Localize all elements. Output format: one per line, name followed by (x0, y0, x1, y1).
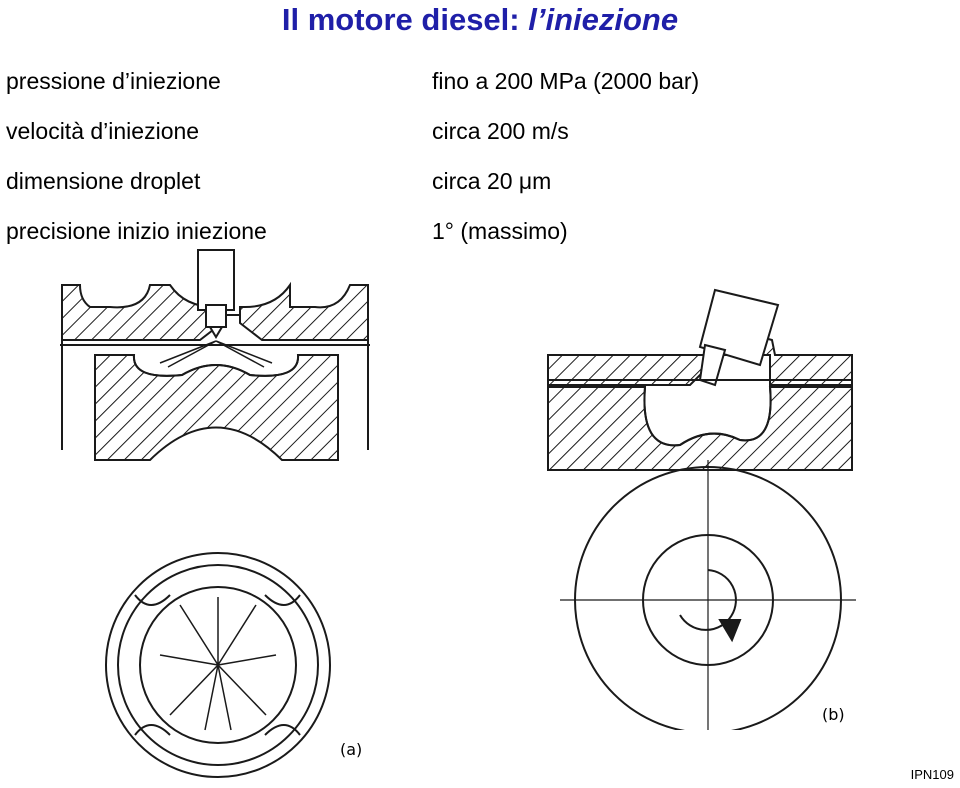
spec-row-precision: precisione inizio iniezione 1° (massimo) (0, 212, 960, 252)
title-prefix: Il motore diesel: (281, 2, 529, 37)
piston-section (94, 354, 339, 461)
figure-a-label: (a) (340, 740, 362, 759)
spec-label: pressione d’iniezione (6, 68, 221, 94)
figure-a-direct-injection: (a) (60, 249, 370, 778)
swirl-arrow (679, 569, 742, 643)
piston-plan-b (560, 460, 856, 730)
spec-label: dimensione droplet (6, 168, 201, 194)
figure-b-label: (b) (822, 705, 845, 724)
spec-value: fino a 200 MPa (2000 bar) (432, 68, 700, 94)
injector (197, 249, 235, 339)
spec-value: 1° (massimo) (432, 218, 568, 244)
piston-plan-view (105, 552, 331, 778)
spec-value: circa 20 μm (432, 168, 552, 194)
spec-value: circa 200 m/s (432, 118, 569, 144)
plan-sprays (159, 597, 277, 731)
spec-label: precisione inizio iniezione (6, 218, 267, 244)
title-italic: l’iniezione (528, 2, 679, 37)
spec-row-velocity: velocità d’iniezione circa 200 m/s (0, 112, 960, 152)
inclined-injector (698, 288, 780, 387)
bowl-outline (60, 340, 370, 450)
spec-label: velocità d’iniezione (6, 118, 200, 144)
spec-row-pressure: pressione d’iniezione fino a 200 MPa (20… (0, 62, 960, 102)
bowl-b (548, 379, 852, 447)
slide-title: Il motore diesel: l’iniezione (0, 2, 960, 38)
spec-row-droplet: dimensione droplet circa 20 μm (0, 162, 960, 202)
piston-b (547, 386, 853, 471)
figure-b-swirl-injection: (b) (547, 288, 856, 730)
footer-code: IPN109 (910, 767, 954, 782)
fuel-sprays (159, 340, 273, 368)
